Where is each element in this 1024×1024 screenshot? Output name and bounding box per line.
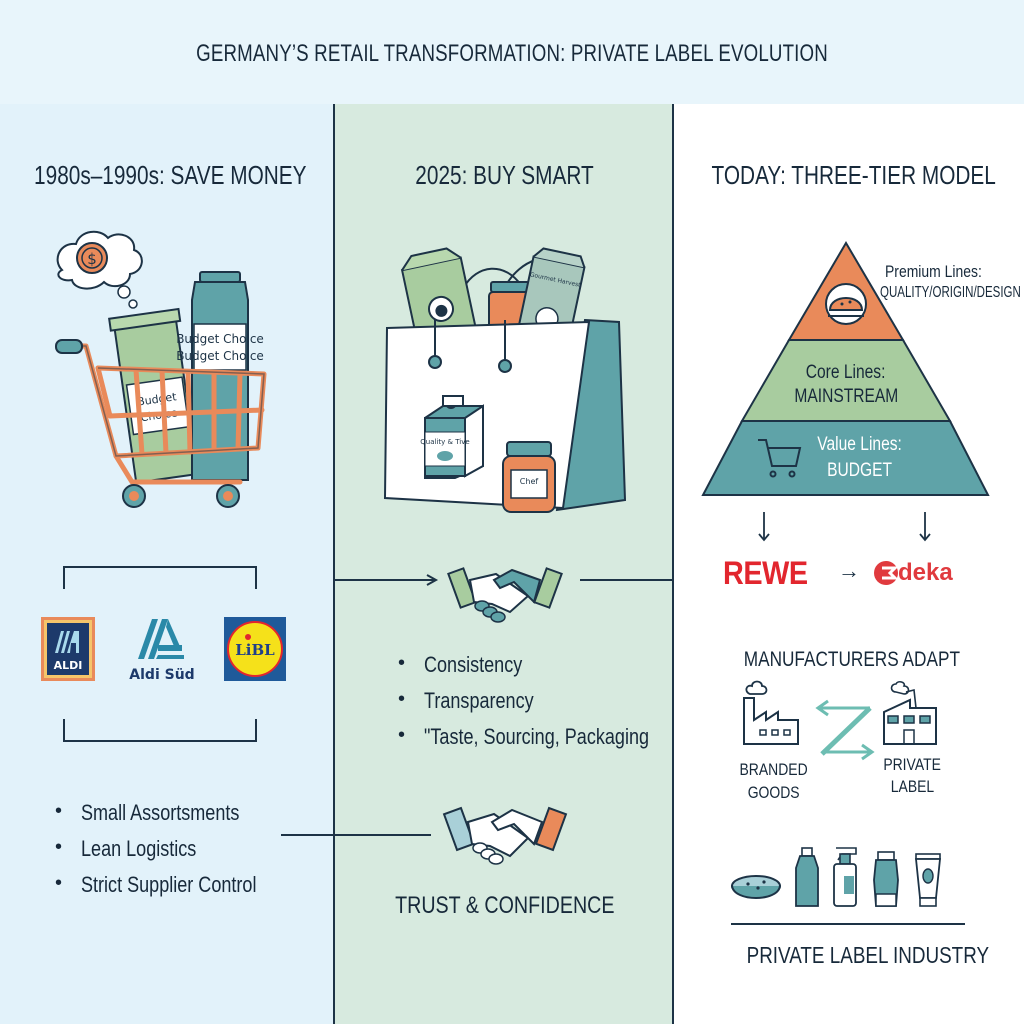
- three-tier-pyramid: [701, 241, 990, 496]
- shopping-bag-icon: Gourmet Harvest Quality & Tive Chef: [383, 247, 627, 513]
- column-3-heading: TODAY: THREE-TIER MODEL: [711, 160, 996, 190]
- svg-text:Budget: Budget: [136, 390, 178, 408]
- container-icon: [873, 851, 899, 907]
- trust-confidence-label: TRUST & CONFIDENCE: [394, 892, 615, 919]
- private-label-industry-label: PRIVATE LABEL INDUSTRY: [746, 942, 990, 968]
- private-label-label-1: PRIVATE: [883, 755, 941, 774]
- column-2-bullets: Consistency Transparency "Taste, Sourcin…: [398, 652, 698, 760]
- dollar-coin-icon: $: [87, 250, 97, 268]
- bullet-item: "Taste, Sourcing, Packaging: [398, 724, 698, 760]
- svg-text:Aldi Süd: Aldi Süd: [129, 667, 194, 683]
- bullet-item: Strict Supplier Control: [55, 872, 295, 908]
- core-title: Core Lines:: [806, 362, 886, 383]
- industry-divider: [731, 923, 965, 925]
- column-buy-smart: [333, 104, 674, 1024]
- premium-title: Premium Lines:: [885, 262, 982, 281]
- premium-dish-icon: [825, 283, 867, 325]
- cart-icon: [758, 439, 802, 478]
- right-arrow-icon: →: [838, 558, 860, 583]
- bullet-item: Consistency: [398, 652, 698, 688]
- connector-line: [281, 834, 431, 836]
- svg-text:Budget Choice: Budget Choice: [176, 349, 264, 363]
- connector-line: [580, 579, 674, 581]
- svg-text:LiBL: LiBL: [235, 641, 275, 659]
- premium-subtitle: QUALITY/ORIGIN/DESIGN: [880, 284, 1021, 301]
- bullet-item: Lean Logistics: [55, 836, 295, 872]
- down-arrow-icon: [919, 512, 931, 542]
- tube-icon: [915, 853, 941, 907]
- branded-goods-label-2: GOODS: [748, 783, 800, 802]
- branded-goods-label-1: BRANDED: [739, 760, 809, 779]
- bullet-item: Transparency: [398, 688, 698, 724]
- aldi-sud-logo: Aldi Süd: [129, 619, 195, 683]
- factory-icon: [743, 680, 799, 745]
- lidl-logo: LiBL: [224, 617, 286, 681]
- value-tier: [701, 420, 990, 496]
- page-title: GERMANY’S RETAIL TRANSFORMATION: PRIVATE…: [196, 40, 828, 67]
- core-subtitle: MAINSTREAM: [794, 386, 898, 407]
- aldi-logo: ALDI: [41, 617, 95, 681]
- column-1-bullets: Small Assortsments Lean Logistics Strict…: [55, 800, 295, 908]
- svg-text:Quality & Tive: Quality & Tive: [420, 438, 469, 446]
- private-label-factory-icon: [883, 681, 937, 745]
- edeka-logo-text: deka: [898, 559, 953, 586]
- connector-arrow: [333, 574, 439, 586]
- shopping-cart-icon: $ Budget Choice Budget Choice Budget Cho…: [55, 230, 267, 508]
- value-title: Value Lines:: [817, 434, 903, 455]
- thought-cloud-icon: $: [56, 230, 143, 309]
- value-subtitle: BUDGET: [827, 460, 893, 481]
- handshake-icon: [447, 567, 563, 623]
- svg-text:Chef: Chef: [520, 477, 539, 486]
- bottle-icon: [795, 847, 819, 907]
- spray-bottle-icon: [833, 847, 857, 907]
- svg-text:Budget Choice: Budget Choice: [176, 332, 264, 346]
- logo-bracket: [63, 566, 257, 742]
- down-arrow-icon: [758, 512, 770, 542]
- manufacturers-title: MANUFACTURERS ADAPT: [743, 648, 960, 671]
- exchange-arrows-icon: [815, 699, 875, 761]
- bullet-item: Small Assortsments: [55, 800, 295, 836]
- handshake-icon: [442, 806, 568, 865]
- rewe-logo: REWE: [723, 555, 808, 591]
- private-label-label-2: LABEL: [890, 777, 934, 796]
- svg-text:ALDI: ALDI: [54, 659, 83, 672]
- column-1-heading: 1980s–1990s: SAVE MONEY: [34, 160, 307, 190]
- bowl-icon: [731, 875, 781, 899]
- private-label-products: [731, 847, 941, 907]
- header: GERMANY’S RETAIL TRANSFORMATION: PRIVATE…: [0, 0, 1024, 104]
- column-2-heading: 2025: BUY SMART: [415, 160, 594, 190]
- edeka-logo-mark: [874, 561, 899, 585]
